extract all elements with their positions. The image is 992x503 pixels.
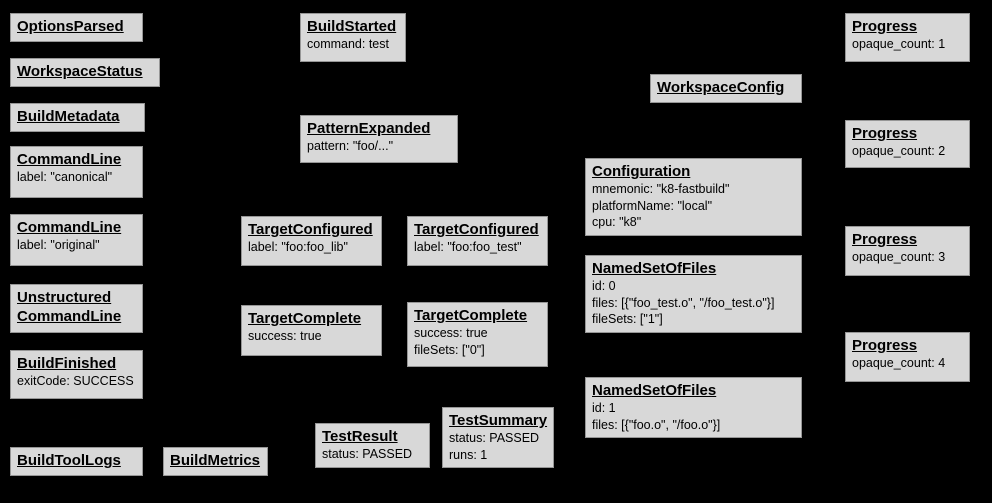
node-build-metrics: BuildMetrics bbox=[163, 447, 268, 476]
node-command-line-canonical: CommandLine label: "canonical" bbox=[10, 146, 143, 198]
node-title: NamedSetOfFiles bbox=[592, 382, 717, 399]
node-target-complete-foo-lib: TargetComplete success: true bbox=[241, 305, 382, 356]
node-field: platformName: "local" bbox=[592, 198, 713, 213]
node-title: TargetConfigured bbox=[414, 221, 539, 238]
node-test-summary: TestSummary status: PASSED runs: 1 bbox=[442, 407, 554, 468]
node-field: fileSets: ["0"] bbox=[414, 342, 485, 357]
node-title: BuildToolLogs bbox=[17, 452, 121, 469]
node-field: command: test bbox=[307, 37, 389, 51]
node-configuration: Configuration mnemonic: "k8-fastbuild" p… bbox=[585, 158, 802, 236]
node-unstructured-command-line: Unstructured CommandLine bbox=[10, 284, 143, 333]
node-named-set-of-files-0: NamedSetOfFiles id: 0 files: [{"foo_test… bbox=[585, 255, 802, 333]
node-field: pattern: "foo/..." bbox=[307, 139, 394, 153]
node-field: id: 1 bbox=[592, 401, 616, 415]
node-test-result: TestResult status: PASSED bbox=[315, 423, 430, 468]
node-title: Progress bbox=[852, 231, 918, 248]
node-title: BuildMetadata bbox=[17, 108, 120, 125]
node-target-configured-foo-lib: TargetConfigured label: "foo:foo_lib" bbox=[241, 216, 382, 266]
node-field: label: "foo:foo_test" bbox=[414, 240, 522, 254]
node-title: PatternExpanded bbox=[307, 120, 431, 137]
node-field: cpu: "k8" bbox=[592, 215, 642, 229]
node-target-configured-foo-test: TargetConfigured label: "foo:foo_test" bbox=[407, 216, 548, 266]
node-build-started: BuildStarted command: test bbox=[300, 13, 406, 62]
node-title: BuildMetrics bbox=[170, 452, 261, 469]
node-field: opaque_count: 2 bbox=[852, 144, 946, 158]
node-options-parsed: OptionsParsed bbox=[10, 13, 143, 42]
node-title: TargetComplete bbox=[414, 307, 528, 324]
node-title: BuildFinished bbox=[17, 355, 117, 372]
node-command-line-original: CommandLine label: "original" bbox=[10, 214, 143, 266]
node-pattern-expanded: PatternExpanded pattern: "foo/..." bbox=[300, 115, 458, 163]
node-field: files: [{"foo.o", "/foo.o"}] bbox=[592, 417, 721, 432]
node-title: OptionsParsed bbox=[17, 18, 124, 35]
node-field: opaque_count: 4 bbox=[852, 356, 946, 370]
node-title: WorkspaceConfig bbox=[657, 79, 785, 96]
node-workspace-config: WorkspaceConfig bbox=[650, 74, 802, 103]
node-build-tool-logs: BuildToolLogs bbox=[10, 447, 143, 476]
node-title: TargetComplete bbox=[248, 310, 362, 327]
node-title: CommandLine bbox=[17, 151, 122, 168]
node-title: Progress bbox=[852, 337, 918, 354]
node-field: runs: 1 bbox=[449, 447, 488, 462]
node-title: BuildStarted bbox=[307, 18, 397, 35]
node-field: mnemonic: "k8-fastbuild" bbox=[592, 182, 730, 196]
node-field: opaque_count: 1 bbox=[852, 37, 946, 51]
node-field: label: "foo:foo_lib" bbox=[248, 240, 348, 254]
node-field: success: true bbox=[414, 326, 488, 340]
node-field: fileSets: ["1"] bbox=[592, 312, 663, 326]
node-title: Unstructured CommandLine bbox=[17, 289, 122, 325]
node-title: TestSummary bbox=[449, 412, 548, 429]
node-field: success: true bbox=[248, 329, 322, 343]
node-title: Progress bbox=[852, 125, 918, 142]
node-title: WorkspaceStatus bbox=[17, 63, 143, 80]
node-field: status: PASSED bbox=[322, 447, 413, 461]
node-build-metadata: BuildMetadata bbox=[10, 103, 145, 132]
node-workspace-status: WorkspaceStatus bbox=[10, 58, 160, 87]
node-target-complete-foo-test: TargetComplete success: true fileSets: [… bbox=[407, 302, 548, 367]
node-field: label: "canonical" bbox=[17, 170, 113, 184]
node-field: opaque_count: 3 bbox=[852, 250, 946, 264]
node-title: CommandLine bbox=[17, 219, 122, 236]
node-build-finished: BuildFinished exitCode: SUCCESS bbox=[10, 350, 143, 399]
node-field: status: PASSED bbox=[449, 431, 540, 445]
node-title: TestResult bbox=[322, 428, 398, 445]
node-title: Configuration bbox=[592, 163, 691, 180]
node-field: exitCode: SUCCESS bbox=[17, 374, 134, 388]
node-progress-2: Progress opaque_count: 2 bbox=[845, 120, 970, 168]
node-field: files: [{"foo_test.o", "/foo_test.o"}] bbox=[592, 295, 775, 310]
node-progress-4: Progress opaque_count: 4 bbox=[845, 332, 970, 382]
node-progress-1: Progress opaque_count: 1 bbox=[845, 13, 970, 62]
node-named-set-of-files-1: NamedSetOfFiles id: 1 files: [{"foo.o", … bbox=[585, 377, 802, 438]
node-field: label: "original" bbox=[17, 238, 100, 252]
node-progress-3: Progress opaque_count: 3 bbox=[845, 226, 970, 276]
node-title: TargetConfigured bbox=[248, 221, 373, 238]
node-title: NamedSetOfFiles bbox=[592, 260, 717, 277]
node-field: id: 0 bbox=[592, 279, 616, 293]
node-title: Progress bbox=[852, 18, 918, 35]
